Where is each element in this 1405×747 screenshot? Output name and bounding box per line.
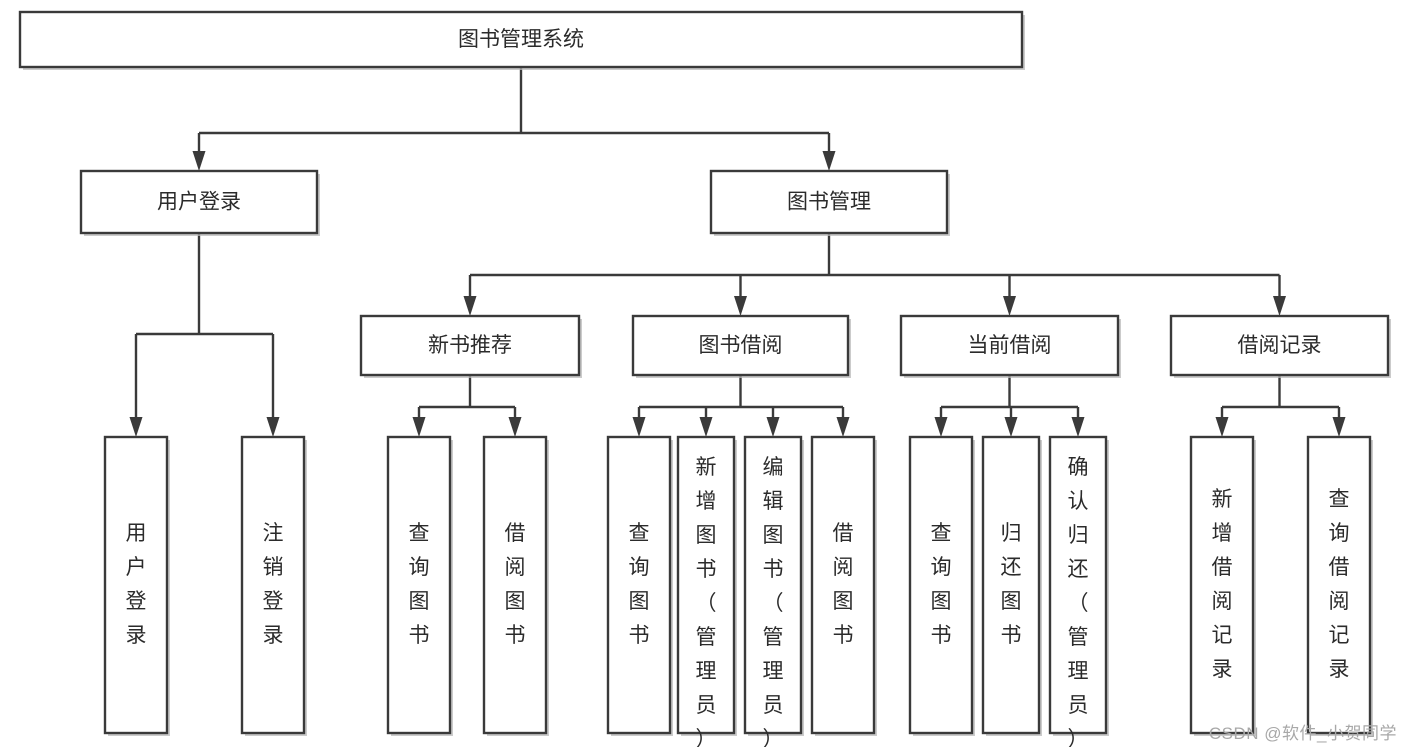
node-box[interactable] — [810, 435, 876, 735]
node-label: 新增借阅记录 — [1212, 488, 1233, 681]
node-box[interactable] — [981, 435, 1041, 735]
node-label: 借阅记录 — [1238, 334, 1322, 357]
arrow-head-icon — [508, 417, 522, 437]
node-label: 确认归还（管理员） — [1068, 456, 1089, 747]
connector-layer — [129, 67, 1346, 437]
node-leaf-query-record[interactable]: 查询借阅记录 — [1306, 435, 1373, 736]
node-leaf-user-login[interactable]: 用户登录 — [103, 435, 170, 736]
arrow-head-icon — [1332, 417, 1346, 437]
node-leaf-query-book-3[interactable]: 查询图书 — [908, 435, 975, 736]
node-label: 用户登录 — [126, 522, 147, 647]
connector-recom-trunk — [412, 375, 522, 437]
connector-login-trunk — [129, 233, 280, 437]
arrow-head-icon — [1004, 417, 1018, 437]
connector-root-trunk — [192, 67, 836, 171]
node-leaf-borrow-book-2[interactable]: 借阅图书 — [810, 435, 877, 736]
node-leaf-confirm-return[interactable]: 确认归还（管理员） — [1048, 435, 1109, 747]
node-label: 图书管理系统 — [458, 28, 584, 51]
arrow-head-icon — [766, 417, 780, 437]
arrow-head-icon — [1003, 296, 1016, 316]
node-box[interactable] — [386, 435, 452, 735]
arrow-head-icon — [412, 417, 426, 437]
node-label: 注销登录 — [263, 522, 284, 647]
arrow-head-icon — [822, 151, 836, 171]
node-label: 编辑图书（管理员） — [763, 456, 784, 747]
arrow-head-icon — [836, 417, 850, 437]
node-label: 查询图书 — [931, 522, 952, 647]
arrow-head-icon — [632, 417, 646, 437]
node-label: 用户登录 — [157, 191, 241, 214]
node-box[interactable] — [1169, 314, 1390, 377]
connector-borrow-trunk — [632, 375, 850, 437]
arrow-head-icon — [934, 417, 948, 437]
node-box[interactable] — [606, 435, 672, 735]
node-box[interactable] — [240, 435, 306, 735]
node-box[interactable] — [103, 435, 169, 735]
node-new-book-recommend[interactable]: 新书推荐 — [359, 314, 582, 378]
node-box[interactable] — [359, 314, 581, 377]
node-user-login[interactable]: 用户登录 — [79, 169, 320, 236]
node-leaf-query-book-2[interactable]: 查询图书 — [606, 435, 673, 736]
node-layer: 图书管理系统用户登录图书管理新书推荐图书借阅当前借阅借阅记录用户登录注销登录查询… — [18, 10, 1391, 747]
node-label: 查询图书 — [409, 522, 430, 647]
node-label: 借阅图书 — [505, 522, 526, 647]
node-leaf-add-book[interactable]: 新增图书（管理员） — [676, 435, 737, 747]
connector-book-trunk — [463, 233, 1286, 316]
arrow-head-icon — [1071, 417, 1085, 437]
node-leaf-logout[interactable]: 注销登录 — [240, 435, 307, 736]
node-box[interactable] — [1189, 435, 1255, 735]
node-label: 图书管理 — [787, 191, 871, 214]
node-label: 新增图书（管理员） — [696, 456, 717, 747]
arrow-head-icon — [266, 417, 280, 437]
node-book-borrow[interactable]: 图书借阅 — [631, 314, 851, 378]
node-box[interactable] — [709, 169, 949, 235]
node-label: 查询图书 — [629, 522, 650, 647]
node-label: 归还图书 — [1001, 522, 1022, 647]
node-box[interactable] — [899, 314, 1120, 377]
node-leaf-edit-book[interactable]: 编辑图书（管理员） — [743, 435, 804, 747]
connector-curr-trunk — [934, 375, 1085, 437]
arrow-head-icon — [463, 296, 477, 316]
arrow-head-icon — [1273, 296, 1286, 316]
node-box[interactable] — [1306, 435, 1372, 735]
node-leaf-add-record[interactable]: 新增借阅记录 — [1189, 435, 1256, 736]
node-leaf-query-book-1[interactable]: 查询图书 — [386, 435, 453, 736]
node-root[interactable]: 图书管理系统 — [18, 10, 1025, 70]
node-label: 借阅图书 — [833, 522, 854, 647]
arrow-head-icon — [129, 417, 143, 437]
node-box[interactable] — [1048, 435, 1108, 735]
node-box[interactable] — [631, 314, 850, 377]
node-label: 查询借阅记录 — [1329, 488, 1350, 681]
node-box[interactable] — [676, 435, 736, 735]
node-box[interactable] — [79, 169, 319, 235]
node-box[interactable] — [908, 435, 974, 735]
node-leaf-return-book[interactable]: 归还图书 — [981, 435, 1042, 736]
arrow-head-icon — [734, 296, 747, 316]
connector-rec-trunk — [1215, 375, 1346, 437]
node-current-borrow[interactable]: 当前借阅 — [899, 314, 1121, 378]
node-book-manage[interactable]: 图书管理 — [709, 169, 950, 236]
node-box[interactable] — [482, 435, 548, 735]
node-box[interactable] — [18, 10, 1024, 69]
arrow-head-icon — [1215, 417, 1229, 437]
node-label: 新书推荐 — [428, 334, 512, 357]
node-leaf-borrow-book-1[interactable]: 借阅图书 — [482, 435, 549, 736]
arrow-head-icon — [192, 151, 206, 171]
node-box[interactable] — [743, 435, 803, 735]
node-label: 当前借阅 — [968, 334, 1052, 357]
arrow-head-icon — [699, 417, 713, 437]
watermark-label: CSDN @软件_小贺同学 — [1208, 724, 1397, 743]
node-borrow-record[interactable]: 借阅记录 — [1169, 314, 1391, 378]
node-label: 图书借阅 — [699, 334, 783, 357]
